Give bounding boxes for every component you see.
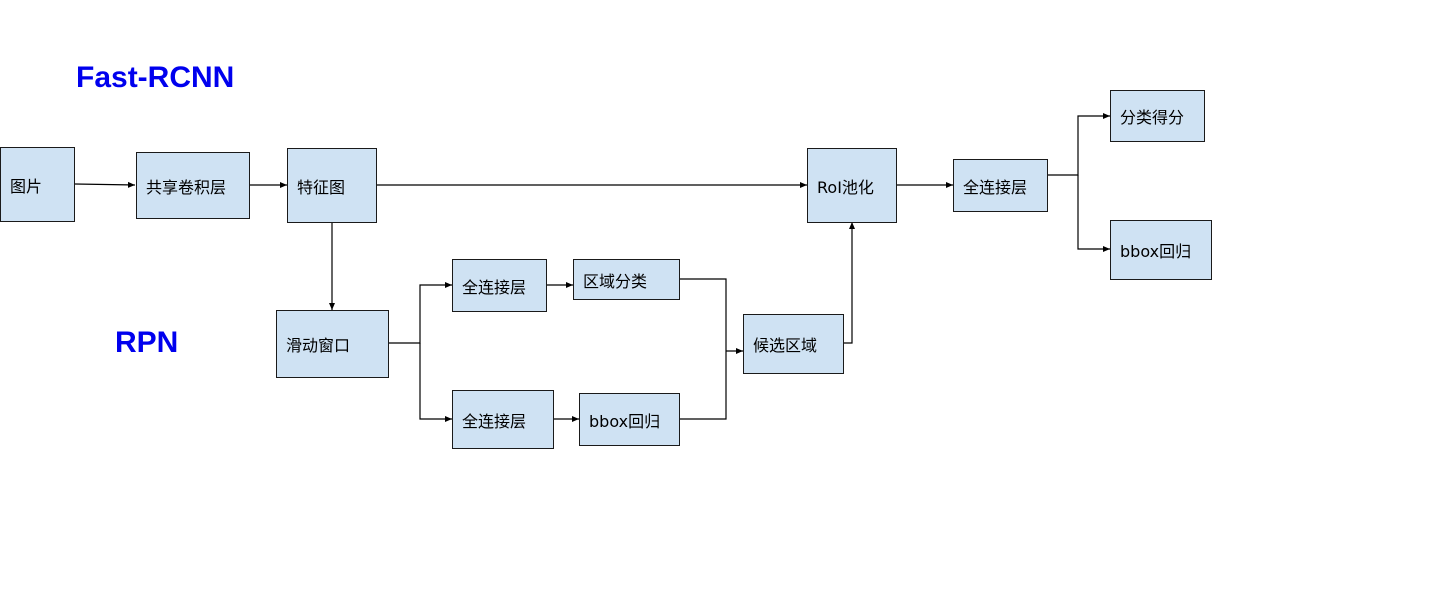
arrow-image-to-conv [74, 181, 136, 188]
node-shared-conv-label: 共享卷积层 [146, 177, 227, 197]
rpn-heading: RPN [115, 326, 179, 359]
node-image-label: 图片 [10, 176, 43, 196]
fast-rcnn-heading: Fast-RCNN [76, 61, 235, 94]
node-sliding-window-label: 滑动窗口 [286, 336, 351, 355]
arrow-fc-to-bbox [1077, 175, 1110, 252]
node-roi-pooling-label: RoI池化 [817, 177, 874, 197]
node-bbox-reg-rpn: bbox回归 [579, 393, 680, 446]
node-fc-main-label: 全连接层 [963, 177, 1028, 197]
node-fc-rpn-cls: 全连接层 [452, 259, 547, 312]
node-fc-rpn-reg: 全连接层 [452, 390, 554, 449]
node-class-score: 分类得分 [1110, 90, 1205, 142]
node-roi-pooling: RoI池化 [807, 148, 897, 223]
node-bbox-reg-rpn-label: bbox回归 [589, 411, 661, 431]
node-fc-rpn-reg-label: 全连接层 [462, 411, 527, 431]
node-bbox-reg-main-label: bbox回归 [1120, 242, 1192, 261]
node-region-cls-label: 区域分类 [583, 271, 648, 291]
arrow-sliding-to-fc-cls [388, 282, 452, 344]
node-bbox-reg-main: bbox回归 [1110, 220, 1212, 280]
node-proposals: 候选区域 [743, 314, 844, 374]
arrow-proposals-to-roi [843, 222, 855, 344]
line-region-cls-merge [679, 278, 727, 420]
node-fc-main: 全连接层 [953, 159, 1048, 212]
node-feature-map-label: 特征图 [297, 177, 346, 197]
node-fc-rpn-cls-label: 全连接层 [462, 277, 527, 297]
node-region-cls: 区域分类 [573, 259, 680, 300]
arrow-sliding-to-fc-reg [419, 343, 452, 422]
node-sliding-window: 滑动窗口 [276, 310, 389, 378]
node-class-score-label: 分类得分 [1120, 108, 1185, 127]
node-proposals-label: 候选区域 [753, 336, 818, 355]
node-shared-conv: 共享卷积层 [136, 152, 250, 219]
arrow-fc-to-class-score [1047, 113, 1110, 176]
node-feature-map: 特征图 [287, 148, 377, 223]
node-image: 图片 [0, 147, 75, 222]
